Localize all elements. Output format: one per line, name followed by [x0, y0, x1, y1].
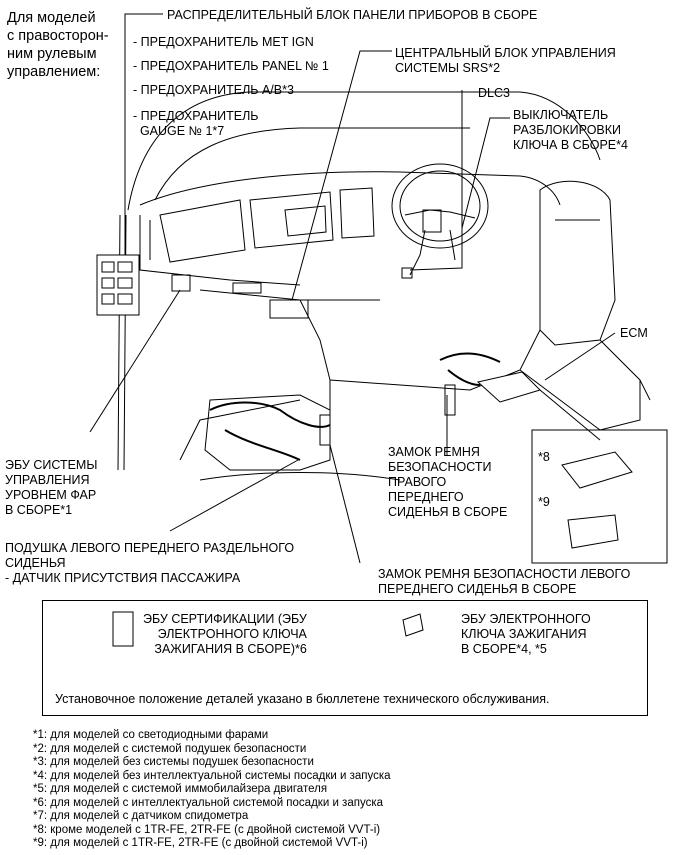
windshield-frame: [127, 91, 601, 211]
dlc3-label: DLC3: [478, 86, 510, 100]
footnote: *7: для моделей с датчиком спидометра: [33, 810, 249, 822]
junction-block-label: РАСПРЕДЕЛИТЕЛЬНЫЙ БЛОК ПАНЕЛИ ПРИБОРОВ В…: [167, 8, 538, 22]
footnote: *8: кроме моделей с 1TR-FE, 2TR-FE (с дв…: [33, 823, 381, 836]
cert-ecu-label: ЭБУ СЕРТИФИКАЦИИ (ЭБУ ЭЛЕКТРОННОГО КЛЮЧА…: [143, 612, 307, 656]
footnote: *9: для моделей с 1TR-FE, 2TR-FE (с двой…: [33, 837, 368, 849]
ecu-legend-box: ЭБУ СЕРТИФИКАЦИИ (ЭБУ ЭЛЕКТРОННОГО КЛЮЧА…: [42, 600, 648, 716]
fuse-met-ign-label: - ПРЕДОХРАНИТЕЛЬ MET IGN: [133, 35, 314, 49]
ecm-variant-9-label: *9: [538, 495, 550, 509]
installation-note: Установочное положение деталей указано в…: [55, 692, 550, 706]
footnote: *2: для моделей с системой подушек безоп…: [33, 742, 307, 755]
ecm-label: ECM: [620, 326, 648, 340]
ignition-key-ecu-label: ЭБУ ЭЛЕКТРОННОГО КЛЮЧА ЗАЖИГАНИЯ В СБОРЕ…: [461, 612, 591, 656]
rhd-models-note: Для моделей с правосторон- ним рулевым у…: [7, 10, 109, 80]
steering-wheel: [391, 163, 489, 249]
fuse-gauge-label: - ПРЕДОХРАНИТЕЛЬ GAUGE № 1*7: [133, 109, 259, 138]
dashboard-outline: [139, 171, 561, 206]
headlamp-ecu-label: ЭБУ СИСТЕМЫ УПРАВЛЕНИЯ УРОВНЕМ ФАР В СБО…: [5, 458, 98, 517]
right-buckle-label: ЗАМОК РЕМНЯ БЕЗОПАСНОСТИ ПРАВОГО ПЕРЕДНЕ…: [388, 445, 508, 519]
footnote: *4: для моделей без интеллектуальной сис…: [33, 769, 391, 782]
seat-cushion-label: ПОДУШКА ЛЕВОГО ПЕРЕДНЕГО РАЗДЕЛЬНОГО СИД…: [5, 541, 295, 585]
footnote: *5: для моделей с системой иммобилайзера…: [33, 783, 328, 795]
key-unlock-switch-label: ВЫКЛЮЧАТЕЛЬ РАЗБЛОКИРОВКИ КЛЮЧА В СБОРЕ*…: [513, 108, 628, 152]
left-buckle-label: ЗАМОК РЕМНЯ БЕЗОПАСНОСТИ ЛЕВОГО ПЕРЕДНЕГ…: [378, 567, 631, 596]
footnote: *3: для моделей без системы подушек безо…: [33, 756, 314, 768]
footnote: *6: для моделей с интеллектуальной систе…: [33, 796, 384, 809]
srs-unit-label: ЦЕНТРАЛЬНЫЙ БЛОК УПРАВЛЕНИЯ СИСТЕМЫ SRS*…: [395, 46, 616, 75]
footnote: *1: для моделей со светодиодными фарами: [33, 729, 269, 741]
right-seat: [539, 180, 616, 346]
ecm-variant-8-label: *8: [538, 450, 550, 464]
fuse-panel-label: - ПРЕДОХРАНИТЕЛЬ PANEL № 1: [133, 59, 329, 73]
fuse-ab-label: - ПРЕДОХРАНИТЕЛЬ A/B*3: [133, 83, 294, 97]
